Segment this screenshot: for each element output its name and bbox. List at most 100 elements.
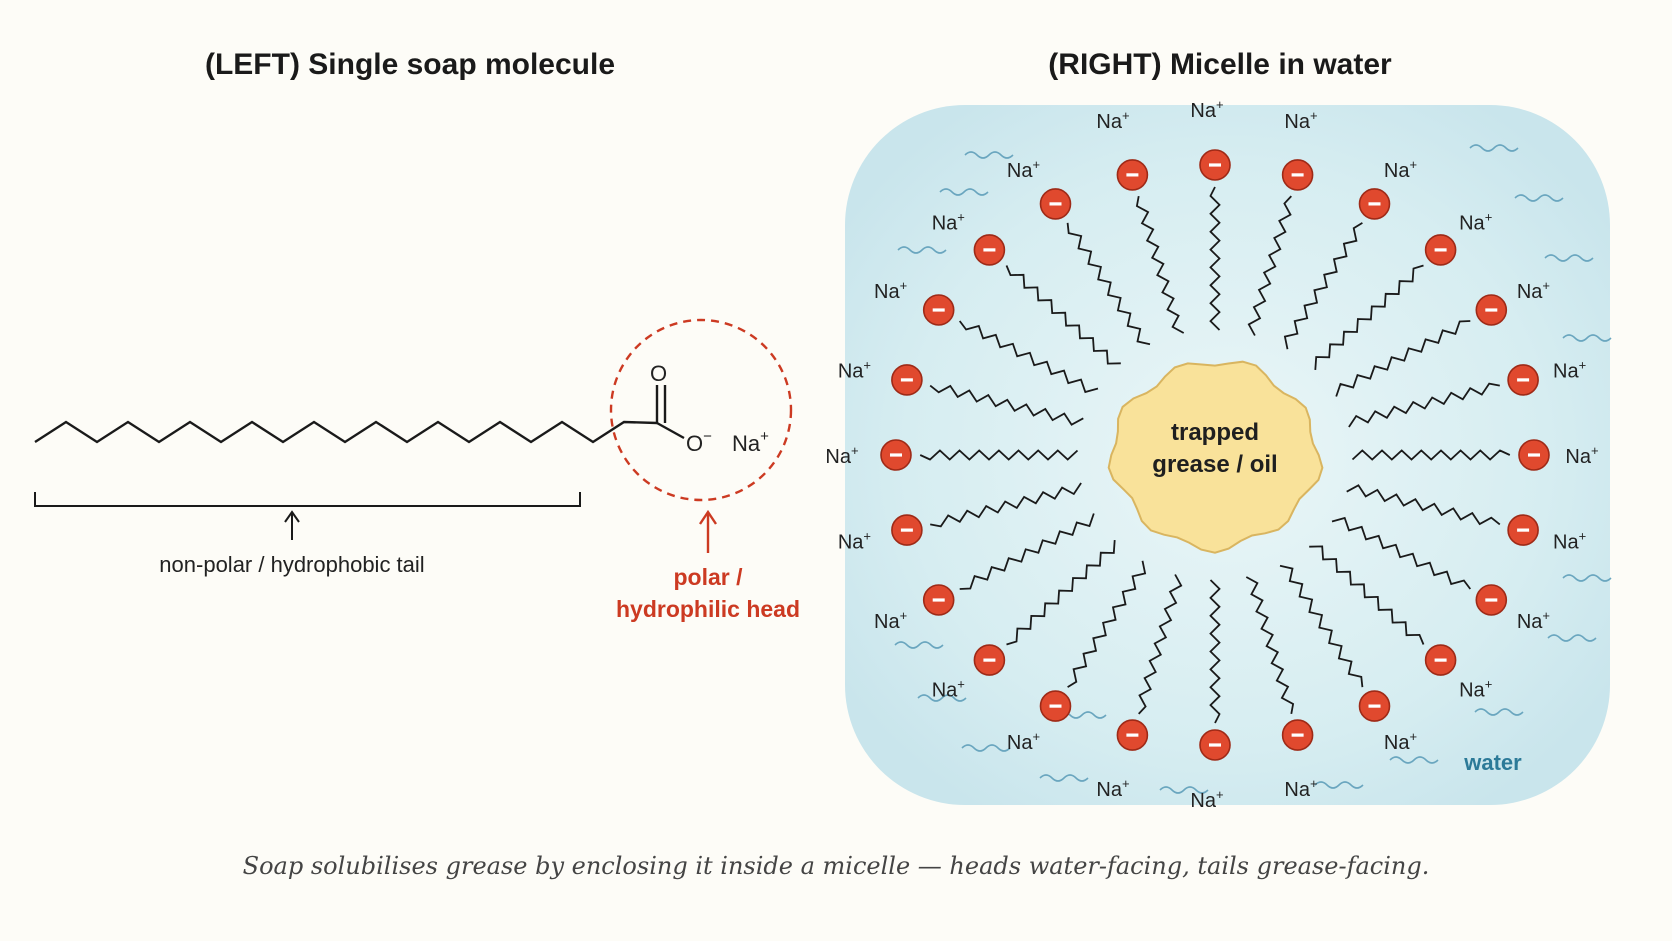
micelle-tail	[1245, 576, 1295, 715]
minus-sign-icon	[1434, 658, 1447, 662]
grease-core	[1107, 360, 1324, 554]
minus-sign-icon	[983, 658, 996, 662]
sodium-ion-label: Na+	[1096, 776, 1129, 801]
sodium-ion-label: Na+	[1553, 358, 1586, 383]
sodium-ion-label: Na+	[1459, 210, 1492, 235]
micelle-tail	[958, 320, 1099, 394]
soap-molecule: Na+	[1190, 579, 1231, 812]
micelle-tail	[929, 384, 1084, 426]
soap-molecule: Na+	[1335, 278, 1550, 397]
micelle-tail	[1348, 382, 1500, 428]
micelle-tail	[1331, 516, 1472, 590]
soap-molecule: Na+	[874, 278, 1099, 394]
micelle-tail	[1209, 186, 1221, 331]
micelle-tail	[1209, 579, 1221, 724]
soap-molecule: Na+	[1007, 560, 1147, 754]
sodium-ion-label: Na+	[932, 210, 965, 235]
minus-sign-icon	[932, 598, 945, 602]
micelle-tail	[1247, 195, 1292, 336]
minus-sign-icon	[1126, 173, 1139, 177]
minus-sign-icon	[900, 528, 913, 532]
soap-molecule: Na+	[1279, 564, 1417, 754]
minus-sign-icon	[1049, 704, 1062, 708]
minus-sign-icon	[983, 248, 996, 252]
minus-sign-icon	[1209, 163, 1221, 167]
head-label-line2: hydrophilic head	[616, 596, 800, 622]
sodium-ion-label: Na+	[1284, 108, 1317, 133]
micelle-tail	[1066, 222, 1151, 346]
sodium-ion-label: Na+	[1190, 787, 1223, 812]
micelle-tail	[1005, 265, 1121, 365]
tail-label: non-polar / hydrophobic tail	[159, 552, 424, 577]
soap-molecule: Na+	[825, 439, 1079, 471]
soap-molecule: Na+	[1247, 108, 1318, 336]
wave-mark	[1389, 756, 1439, 764]
soap-molecule: Na+	[1190, 97, 1231, 331]
minus-sign-icon	[1368, 202, 1381, 206]
carboxylate-bond	[656, 421, 685, 440]
minus-sign-icon	[932, 308, 945, 312]
micelle-tail	[1314, 264, 1424, 370]
soap-molecule: Na+	[1309, 545, 1492, 701]
wave-mark	[917, 694, 967, 702]
sodium-ion-label: Na+	[838, 528, 871, 553]
wave-mark	[1562, 574, 1612, 582]
soap-molecule: Na+	[932, 540, 1116, 701]
hydrocarbon-tail	[34, 420, 658, 444]
sodium-ion-label: Na+	[1190, 97, 1223, 122]
sodium-ion-label: Na+	[1565, 443, 1598, 468]
micelle-tail	[1006, 540, 1116, 646]
sodium-ion-label: Na+	[932, 676, 965, 701]
sodium-ion-label: Na+	[1007, 157, 1040, 182]
minus-sign-icon	[1528, 453, 1540, 457]
minus-sign-icon	[1209, 743, 1221, 747]
sodium-ion-label: Na+	[1517, 278, 1550, 303]
soap-molecule: Na+	[932, 210, 1121, 365]
soap-molecule: Na+	[1331, 516, 1550, 633]
minus-sign-icon	[1291, 173, 1304, 177]
minus-sign-icon	[1049, 202, 1062, 206]
micelle-tail	[1346, 484, 1501, 526]
wave-mark	[894, 641, 944, 649]
soap-molecule: Na+	[1096, 108, 1185, 334]
left-panel-title: (LEFT) Single soap molecule	[204, 48, 616, 81]
wave-mark	[961, 744, 1011, 752]
soap-molecule: Na+	[1314, 210, 1492, 370]
wave-mark	[939, 188, 989, 196]
wave-mark	[1547, 634, 1597, 642]
wave-mark	[1474, 708, 1524, 716]
wave-mark	[897, 246, 947, 254]
minus-sign-icon	[1485, 598, 1498, 602]
sodium-ion-label: Na+	[1284, 776, 1317, 801]
minus-sign-icon	[1368, 704, 1381, 708]
soap-molecule: Na+	[1245, 576, 1318, 801]
minus-sign-icon	[890, 453, 902, 457]
micelle-tail	[1283, 222, 1363, 350]
sodium-ion: Na+	[732, 428, 769, 456]
core-label-line2: grease / oil	[1152, 451, 1277, 478]
micelle: Na+Na+Na+Na+Na+Na+Na+Na+Na+Na+Na+Na+Na+N…	[825, 97, 1598, 812]
sodium-ion-label: Na+	[1384, 729, 1417, 754]
soap-molecule: Na+	[1346, 484, 1586, 553]
sodium-ion-label: Na+	[874, 278, 907, 303]
soap-molecule: Na+	[838, 482, 1082, 553]
sodium-ion-label: Na+	[825, 443, 858, 468]
micelle-tail	[1135, 195, 1185, 334]
minus-sign-icon	[1517, 528, 1530, 532]
micelle-tail	[959, 513, 1095, 590]
soap-molecule: Na+	[1096, 574, 1183, 801]
sodium-ion-label: Na+	[1459, 676, 1492, 701]
sodium-ion-label: Na+	[874, 608, 907, 633]
wave-mark	[964, 151, 1014, 159]
minus-sign-icon	[1291, 733, 1304, 737]
micelle-tail	[919, 449, 1079, 461]
tail-bracket	[34, 492, 581, 507]
core-label-line1: trapped	[1171, 419, 1259, 446]
micelle-tail	[1335, 320, 1471, 397]
soap-molecule: Na+	[1351, 439, 1599, 471]
micelle-tail	[1351, 449, 1511, 461]
soap-molecule: O O− Na+	[34, 361, 769, 456]
polar-head-highlight	[609, 318, 793, 502]
micelle-tail	[930, 482, 1082, 528]
micelle-tail	[1138, 574, 1183, 715]
